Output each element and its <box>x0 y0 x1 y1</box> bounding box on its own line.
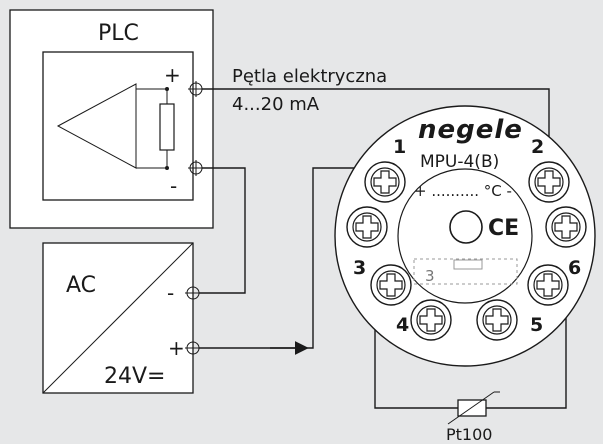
plc-plus-label: + <box>164 63 181 87</box>
shunt-resistor <box>159 103 175 151</box>
center-hole-icon <box>449 210 483 244</box>
transmitter-head: negele MPU-4(B) + .......... °C - CE 3 1… <box>334 105 596 367</box>
power-supply: AC 24V= - + <box>42 242 194 394</box>
power-supply-plus-label: + <box>168 336 185 360</box>
junction-dot <box>165 166 169 170</box>
transmitter-center-ring <box>397 168 533 304</box>
model-label: MPU-4(B) <box>420 152 499 172</box>
loop-label-title: Pętla elektryczna <box>232 66 387 87</box>
terminal-3-screw-icon <box>370 264 412 306</box>
wire-supply-plus-to-terminal-1 <box>199 167 385 349</box>
plc-module: PLC + - <box>9 9 214 229</box>
terminal-3-label: 3 <box>353 257 366 279</box>
pt100-label: Pt100 <box>446 425 492 444</box>
terminal-2-label: 2 <box>531 136 544 158</box>
terminal-left-screw-icon <box>346 206 388 248</box>
sensor-input-resistor <box>453 259 483 270</box>
wire-plc-plus-to-terminal-2 <box>202 88 556 156</box>
terminal-5-label: 5 <box>530 314 543 336</box>
terminal-5-screw-icon <box>476 299 518 341</box>
amplifier-symbol <box>56 83 137 169</box>
terminal-6-screw-icon <box>527 264 569 306</box>
loop-label-current: 4...20 mA <box>232 94 320 115</box>
temperature-display: + .......... °C - <box>414 182 512 200</box>
brand-logo: negele <box>418 115 523 145</box>
ce-mark: CE <box>488 216 519 241</box>
wire-terminal-6-to-pt100 <box>486 285 567 409</box>
power-supply-dc-label: 24V= <box>104 364 165 389</box>
wire-plc-minus-to-supply-minus <box>199 167 246 294</box>
terminal-2-screw-icon <box>528 161 570 203</box>
terminal-right-screw-icon <box>545 206 587 248</box>
wiring <box>199 88 567 409</box>
junction-dot <box>165 87 169 91</box>
sensor-input-outline <box>413 258 518 285</box>
pt100-sensor: Pt100 <box>446 391 500 444</box>
plc-title: PLC <box>98 21 139 46</box>
power-supply-minus-label: - <box>167 281 174 305</box>
inner-terminal-label: 3 <box>425 267 435 285</box>
power-supply-ac-label: AC <box>66 273 96 298</box>
plc-minus-label: - <box>170 174 177 198</box>
power-supply-diagonal <box>42 242 194 394</box>
terminal-6-label: 6 <box>568 257 581 279</box>
terminal-1-screw-icon <box>364 161 406 203</box>
terminal-4-screw-icon <box>410 299 452 341</box>
terminal-4-label: 4 <box>396 314 409 336</box>
pt100-variable-slash <box>447 391 495 425</box>
terminal-1-label: 1 <box>393 136 406 158</box>
